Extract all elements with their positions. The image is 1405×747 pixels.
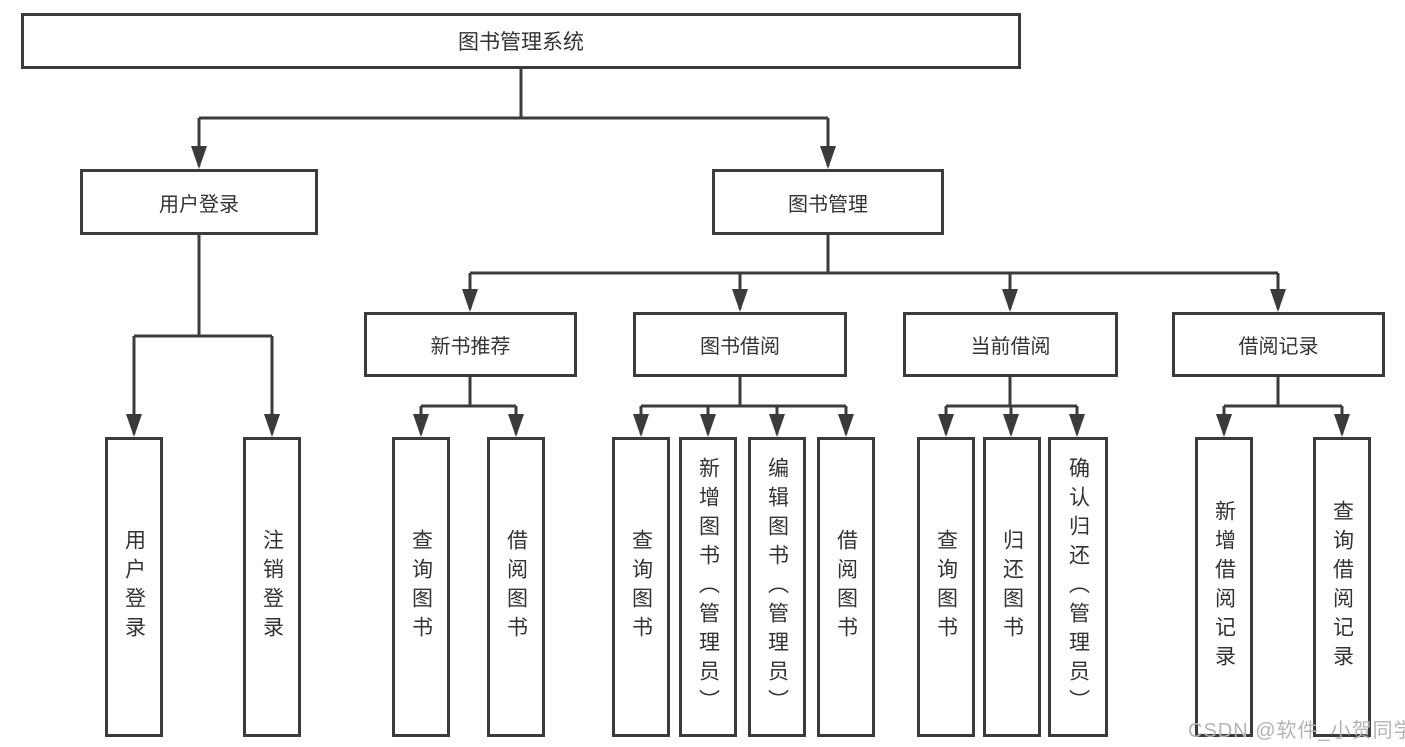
leaf-add-borrow-record: 新增借阅记录	[1195, 437, 1253, 737]
leaf-borrow-books-borrowing: 借阅图书	[817, 437, 875, 737]
csdn-watermark: CSDN @软件_小贺同学	[1188, 720, 1405, 742]
node-book-borrowing: 图书借阅	[633, 312, 847, 377]
leaf-query-books-recommend: 查询图书	[392, 437, 450, 737]
leaf-borrow-books-recommend: 借阅图书	[487, 437, 545, 737]
node-current-borrowing: 当前借阅	[903, 312, 1118, 377]
arrowheads	[126, 146, 1350, 437]
node-new-book-recommendation: 新书推荐	[364, 312, 577, 377]
leaf-confirm-return-admin: 确认归还（管理员）	[1048, 437, 1108, 737]
node-borrowing-records: 借阅记录	[1172, 312, 1385, 377]
leaf-logout: 注销登录	[243, 437, 301, 737]
node-library-management-system: 图书管理系统	[21, 13, 1021, 69]
leaf-query-books-borrowing: 查询图书	[612, 437, 670, 737]
leaf-user-login: 用户登录	[105, 437, 163, 737]
leaf-edit-books-admin: 编辑图书（管理员）	[748, 437, 806, 737]
leaf-add-books-admin: 新增图书（管理员）	[679, 437, 737, 737]
leaf-query-books-current: 查询图书	[917, 437, 975, 737]
node-book-management: 图书管理	[712, 169, 944, 235]
leaf-return-books: 归还图书	[983, 437, 1041, 737]
leaf-query-borrow-record: 查询借阅记录	[1313, 437, 1371, 737]
node-user-login: 用户登录	[80, 169, 318, 235]
